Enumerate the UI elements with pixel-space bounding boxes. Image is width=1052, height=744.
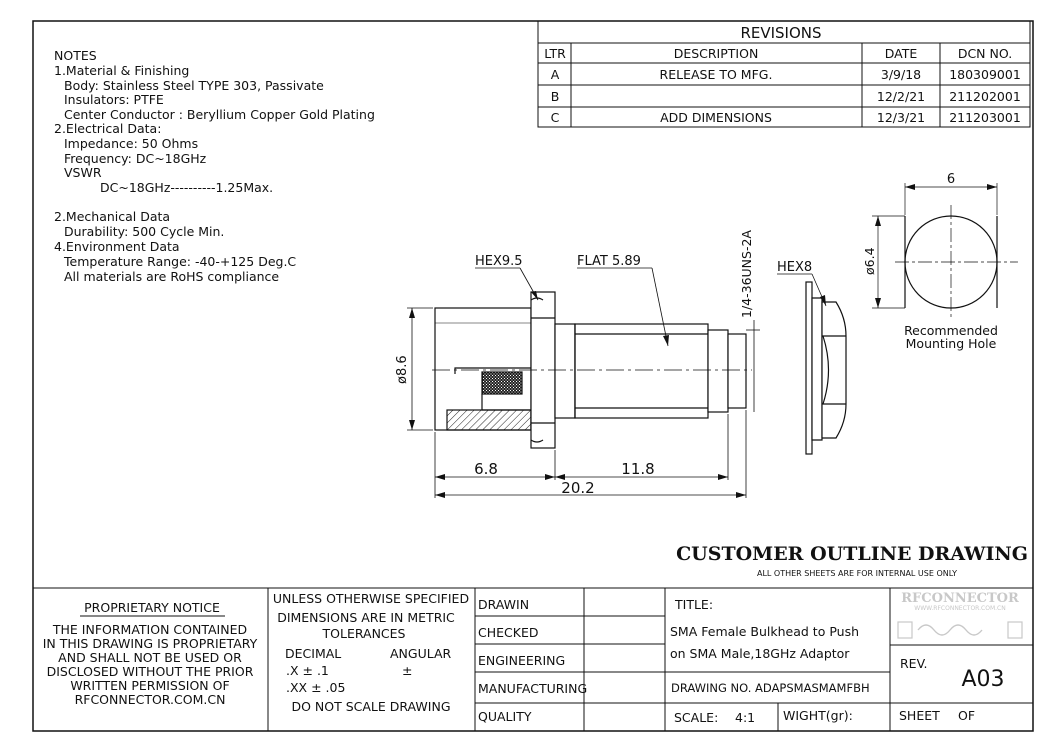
rev-header-ltr: LTR	[544, 46, 566, 61]
signoff-quality: QUALITY	[478, 709, 532, 724]
title-line2: on SMA Male,18GHz Adaptor	[670, 646, 850, 661]
signoff-rows: DRAWIN CHECKED ENGINEERING MANUFACTURING…	[478, 597, 587, 724]
logo-mark-icon	[897, 621, 913, 639]
tolerance-angular-label: ANGULAR	[390, 646, 452, 661]
signoff-engineering: ENGINEERING	[478, 653, 565, 668]
tolerance-decimal-label: DECIMAL	[285, 646, 341, 661]
title-area: TITLE: SMA Female Bulkhead to Push on SM…	[670, 597, 1005, 725]
note-line: Insulators: PTFE	[64, 92, 164, 107]
rev-header-dcn: DCN NO.	[958, 46, 1012, 61]
rev-cell: 3/9/18	[881, 67, 921, 82]
note-line: 1.Material & Finishing	[54, 63, 189, 78]
note-line: 2.Electrical Data:	[54, 121, 161, 136]
drawing-number: DRAWING NO. ADAPSMASMAMFBH	[671, 681, 870, 695]
note-line: Temperature Range: -40-+125 Deg.C	[63, 254, 296, 269]
label-mounting-line1: Recommended	[904, 323, 998, 338]
note-line: Durability: 500 Cycle Min.	[64, 224, 224, 239]
title-block-grid	[33, 587, 1033, 731]
note-line: 2.Mechanical Data	[54, 209, 170, 224]
proprietary-line: IN THIS DRAWING IS PROPRIETARY	[43, 636, 258, 651]
proprietary-notice: PROPRIETARY NOTICE THE INFORMATION CONTA…	[43, 600, 258, 707]
outline-subtitle: ALL OTHER SHEETS ARE FOR INTERNAL USE ON…	[757, 569, 957, 578]
proprietary-line: DISCLOSED WITHOUT THE PRIOR	[47, 664, 254, 679]
rev-cell: A	[551, 67, 560, 82]
rev-cell: 12/3/21	[877, 110, 925, 125]
signoff-checked: CHECKED	[478, 625, 538, 640]
logo-url: WWW.RFCONNECTOR.COM.CN	[914, 605, 1005, 612]
tolerances-block: UNLESS OTHERWISE SPECIFIED DIMENSIONS AR…	[273, 591, 469, 714]
tolerance-angular-value: ±	[402, 663, 412, 678]
rev-cell: B	[551, 89, 560, 104]
tolerance-line2: DIMENSIONS ARE IN METRIC	[277, 610, 455, 625]
proprietary-heading: PROPRIETARY NOTICE	[84, 600, 220, 615]
note-line: Center Conductor : Beryllium Copper Gold…	[64, 107, 375, 122]
tolerance-no-scale: DO NOT SCALE DRAWING	[291, 699, 450, 714]
scale-value: 4:1	[735, 710, 755, 725]
rev-cell: 211203001	[949, 110, 1021, 125]
sheet-of-label: OF	[958, 708, 975, 723]
dimension-lines	[407, 267, 827, 498]
proprietary-line: AND SHALL NOT BE USED OR	[58, 650, 242, 665]
title-line1: SMA Female Bulkhead to Push	[670, 624, 859, 639]
label-dim-6-8: 6.8	[474, 460, 498, 478]
proprietary-line: WRITTEN PERMISSION OF	[70, 678, 229, 693]
rev-value: A03	[961, 667, 1004, 692]
label-hole-diameter: ø6.4	[862, 247, 877, 275]
tolerance-xx: .XX ± .05	[286, 680, 345, 695]
adaptor-side-view	[432, 291, 752, 449]
rev-header-description: DESCRIPTION	[674, 46, 759, 61]
rev-cell: C	[551, 110, 560, 125]
revisions-text: REVISIONS LTR DESCRIPTION DATE DCN NO. A…	[544, 24, 1021, 125]
note-line: Frequency: DC~18GHz	[64, 151, 207, 166]
proprietary-line: THE INFORMATION CONTAINED	[52, 622, 247, 637]
weight-label: WIGHT(gr):	[783, 708, 853, 723]
label-dia86: ø8.6	[395, 355, 410, 384]
rev-cell: RELEASE TO MFG.	[660, 67, 773, 82]
label-hole-width: 6	[947, 172, 955, 187]
tolerance-line3: TOLERANCES	[322, 626, 406, 641]
note-line: DC~18GHz----------1.25Max.	[100, 180, 273, 195]
logo-name: RFCONNECTOR	[901, 591, 1019, 606]
hex-nut-view	[805, 281, 847, 455]
signoff-drawin: DRAWIN	[478, 597, 529, 612]
notes-heading: NOTES	[54, 48, 97, 63]
notes-block: NOTES 1.Material & Finishing Body: Stain…	[54, 48, 375, 284]
logo-wave-icon	[917, 624, 983, 636]
label-flat: FLAT 5.89	[577, 254, 641, 269]
rev-label: REV.	[900, 656, 928, 671]
outline-title: CUSTOMER OUTLINE DRAWING	[676, 543, 1028, 565]
tolerance-line1: UNLESS OTHERWISE SPECIFIED	[273, 591, 469, 606]
note-line: All materials are RoHS compliance	[64, 269, 279, 284]
proprietary-line: RFCONNECTOR.COM.CN	[75, 692, 226, 707]
note-line: Impedance: 50 Ohms	[64, 136, 198, 151]
sheet-border	[32, 20, 1034, 732]
label-thread: 1/4-36UNS-2A	[739, 230, 754, 318]
note-line: VSWR	[64, 165, 102, 180]
title-label: TITLE:	[674, 597, 713, 612]
drawing-labels: HEX9.5 FLAT 5.89 1/4-36UNS-2A HEX8 ø8.6 …	[395, 172, 998, 497]
scale-label: SCALE:	[674, 710, 718, 725]
label-dim-20-2: 20.2	[561, 479, 594, 497]
mounting-hole-view	[872, 183, 1018, 318]
logo-mark-icon	[1007, 621, 1023, 639]
dimension-arrows	[409, 184, 997, 498]
label-hex95: HEX9.5	[475, 254, 523, 269]
rfconnector-logo: RFCONNECTOR WWW.RFCONNECTOR.COM.CN	[897, 591, 1023, 639]
rev-cell: ADD DIMENSIONS	[660, 110, 772, 125]
note-line: 4.Environment Data	[54, 239, 180, 254]
label-mounting-line2: Mounting Hole	[906, 336, 997, 351]
signoff-manufacturing: MANUFACTURING	[478, 681, 587, 696]
label-dim-11-8: 11.8	[621, 460, 654, 478]
rev-cell: 12/2/21	[877, 89, 925, 104]
rev-header-date: DATE	[885, 46, 918, 61]
label-hex8: HEX8	[777, 260, 812, 275]
revisions-table	[537, 20, 1031, 128]
rev-cell: 180309001	[949, 67, 1021, 82]
rev-cell: 211202001	[949, 89, 1021, 104]
revisions-title: REVISIONS	[740, 24, 821, 42]
sheet-label: SHEET	[899, 708, 940, 723]
tolerance-x: .X ± .1	[286, 663, 329, 678]
note-line: Body: Stainless Steel TYPE 303, Passivat…	[64, 78, 324, 93]
